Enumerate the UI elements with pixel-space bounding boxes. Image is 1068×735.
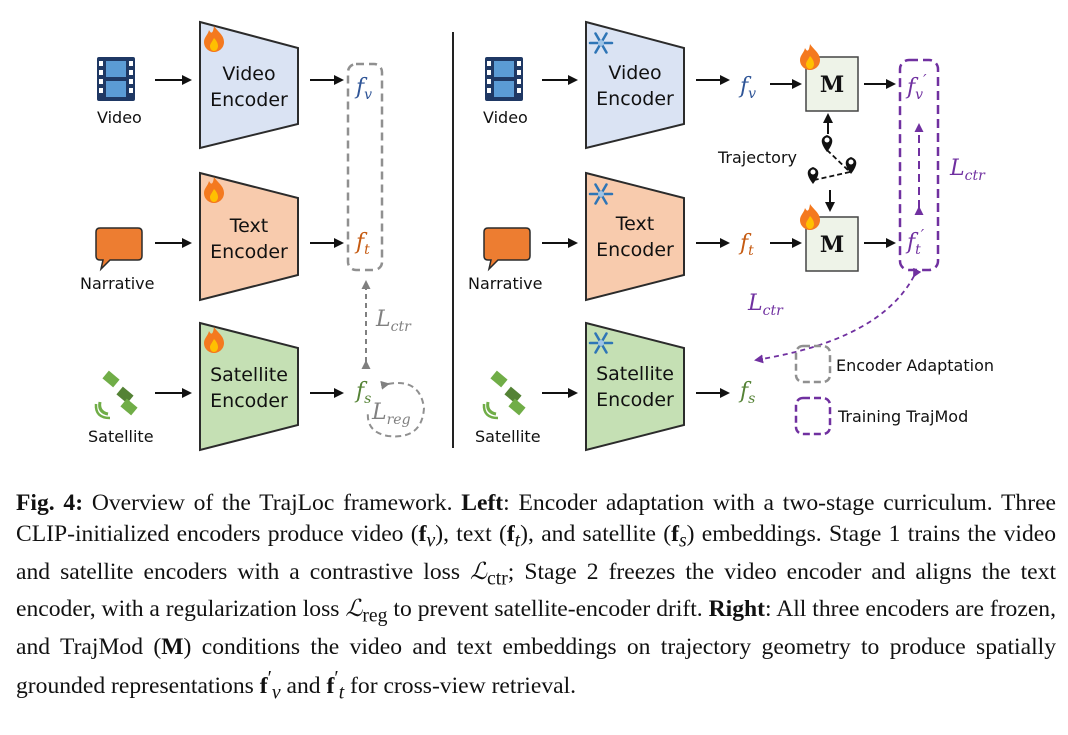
svg-text:M: M: [820, 232, 844, 258]
snowflake-icon: [588, 183, 614, 205]
fs-embedding: fs: [354, 379, 371, 407]
text-encoder: Text Encoder: [199, 171, 299, 302]
encoder-adaptation-box: [346, 62, 384, 272]
svg-text:Video: Video: [222, 63, 275, 85]
ft-embedding: ft: [738, 231, 754, 259]
satellite-input-label: Satellite: [88, 427, 154, 446]
text-encoder: Text Encoder: [585, 171, 685, 302]
svg-text:Encoder: Encoder: [210, 89, 288, 111]
fire-icon: [204, 327, 224, 353]
fire-icon: [800, 204, 820, 230]
video-icon: [485, 57, 523, 101]
trajectory-path: [807, 135, 857, 184]
legend-swatch-training-trajmod: [794, 396, 832, 436]
svg-text:Satellite: Satellite: [596, 363, 674, 385]
narrative-input-label: Narrative: [80, 274, 154, 293]
legend-swatch-encoder-adaptation: [794, 344, 832, 384]
svg-text:Text: Text: [615, 213, 654, 235]
fire-icon: [800, 44, 820, 70]
svg-text:Encoder: Encoder: [596, 88, 674, 110]
fs-embedding: fs: [738, 379, 755, 407]
reg-loss-label: Lreg: [371, 400, 411, 428]
svg-text:Satellite: Satellite: [210, 364, 288, 386]
satellite-encoder: Satellite Encoder: [585, 321, 685, 452]
narrative-input-label: Narrative: [468, 274, 542, 293]
speech-bubble-icon: [95, 227, 143, 272]
ctr-loss-arrow-diagonal: [754, 267, 922, 364]
fire-icon: [204, 177, 224, 203]
fv-embedding: fv: [738, 74, 756, 102]
video-input-label: Video: [483, 108, 528, 127]
fire-icon: [204, 26, 224, 52]
svg-text:M: M: [820, 72, 844, 98]
speech-bubble-icon: [483, 227, 531, 272]
ft-prime-embedding: ft′: [905, 226, 925, 258]
legend-label-training-trajmod: Training TrajMod: [837, 407, 968, 426]
ctr-loss-label-vertical: Lctr: [949, 156, 986, 184]
video-encoder: Video Encoder: [585, 20, 685, 150]
svg-text:Encoder: Encoder: [596, 239, 674, 261]
video-encoder: Video Encoder: [199, 20, 299, 150]
ctr-loss-label: Lctr: [375, 307, 412, 335]
legend: Encoder Adaptation Training TrajMod: [794, 344, 994, 436]
satellite-icon: [94, 370, 138, 420]
fv-prime-embedding: fv′: [905, 71, 927, 103]
video-input-label: Video: [97, 108, 142, 127]
framework-figure: Video Narrative Satellite Video Encoder …: [80, 20, 994, 452]
snowflake-icon: [588, 32, 614, 54]
satellite-icon: [482, 370, 526, 420]
svg-text:Encoder: Encoder: [596, 389, 674, 411]
snowflake-icon: [588, 332, 614, 354]
training-trajmod-box: [898, 58, 940, 272]
fv-embedding: fv: [354, 75, 372, 103]
satellite-encoder: Satellite Encoder: [199, 321, 299, 452]
figure-caption: Fig. 4: Overview of the TrajLoc framewor…: [16, 490, 1057, 704]
svg-text:Encoder: Encoder: [210, 390, 288, 412]
trajectory-label: Trajectory: [717, 148, 797, 167]
ctr-loss-label-diagonal: Lctr: [747, 291, 784, 319]
ft-embedding: ft: [354, 230, 370, 258]
svg-text:Text: Text: [229, 215, 268, 237]
svg-text:Encoder: Encoder: [210, 241, 288, 263]
video-icon: [97, 57, 135, 101]
reg-loss-loop: [366, 380, 426, 438]
svg-text:Video: Video: [608, 62, 661, 84]
legend-label-encoder-adaptation: Encoder Adaptation: [836, 356, 994, 375]
satellite-input-label: Satellite: [475, 427, 541, 446]
